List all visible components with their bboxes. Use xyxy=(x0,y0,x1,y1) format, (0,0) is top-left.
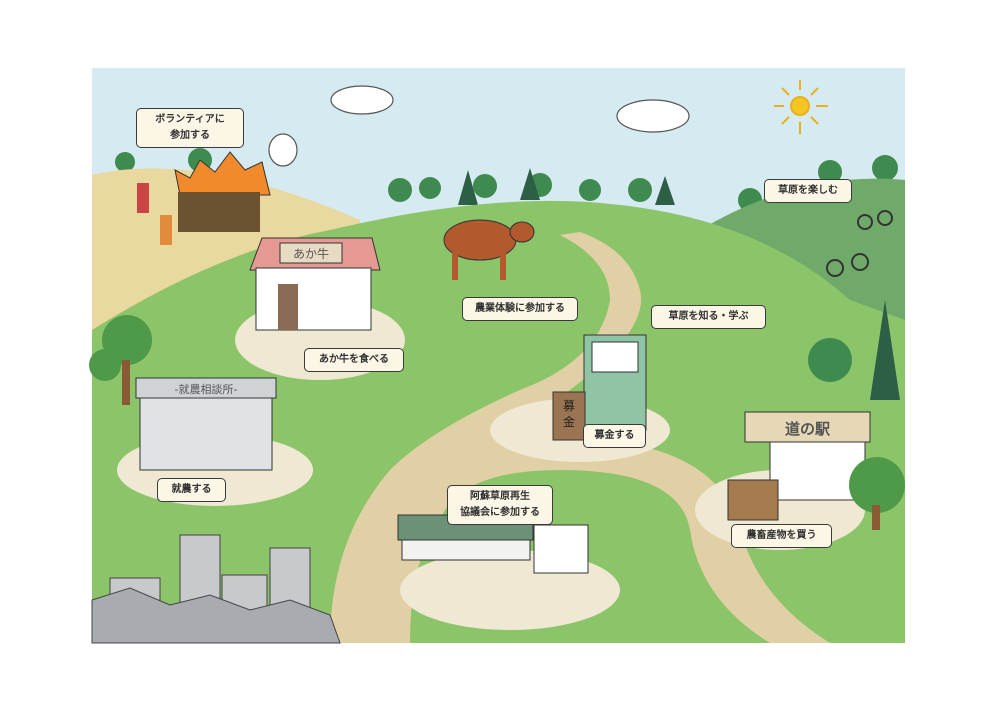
label-start-farming: 就農する xyxy=(157,478,226,502)
roadside-station xyxy=(727,411,871,521)
donation-box-char: 金 xyxy=(562,415,575,429)
city-buildings xyxy=(91,534,341,644)
donation-box-sign: 募 金 xyxy=(553,398,585,430)
tree xyxy=(89,300,905,530)
label-line: ボランティアに xyxy=(155,114,225,125)
cyclists xyxy=(826,210,893,277)
label-volunteer: ボランティアに 参加する xyxy=(136,108,244,148)
label-line: 阿蘇草原再生 xyxy=(470,491,530,502)
akaushi-restaurant xyxy=(249,237,381,331)
label-eat-akaushi: あか牛を食べる xyxy=(304,348,404,372)
consultation-office xyxy=(135,377,277,471)
council-building xyxy=(397,514,589,574)
donation-box-char: 募 xyxy=(562,399,575,413)
label-farm-experience: 農業体験に参加する xyxy=(462,297,578,321)
label-donate: 募金する xyxy=(583,424,646,448)
label-learn-grassland: 草原を知る・学ぶ xyxy=(651,305,766,329)
cloud xyxy=(268,85,690,167)
consultation-office-sign: -就農相談所- xyxy=(174,383,238,396)
volunteer-worker xyxy=(137,183,172,245)
sun-icon xyxy=(774,80,828,134)
label-line: 協議会に参加する xyxy=(460,507,540,518)
donation-box xyxy=(552,391,586,441)
label-council: 阿蘇草原再生 協議会に参加する xyxy=(447,485,553,525)
roadside-station-sign: 道の駅 xyxy=(784,420,830,438)
cow xyxy=(443,219,535,280)
label-enjoy-grassland: 草原を楽しむ xyxy=(764,179,852,203)
label-line: 参加する xyxy=(170,130,210,141)
label-buy-produce: 農畜産物を買う xyxy=(731,524,832,548)
controlled-burn xyxy=(174,151,271,232)
vending-machine xyxy=(583,334,647,431)
restaurant-sign: あか牛 xyxy=(292,247,329,261)
